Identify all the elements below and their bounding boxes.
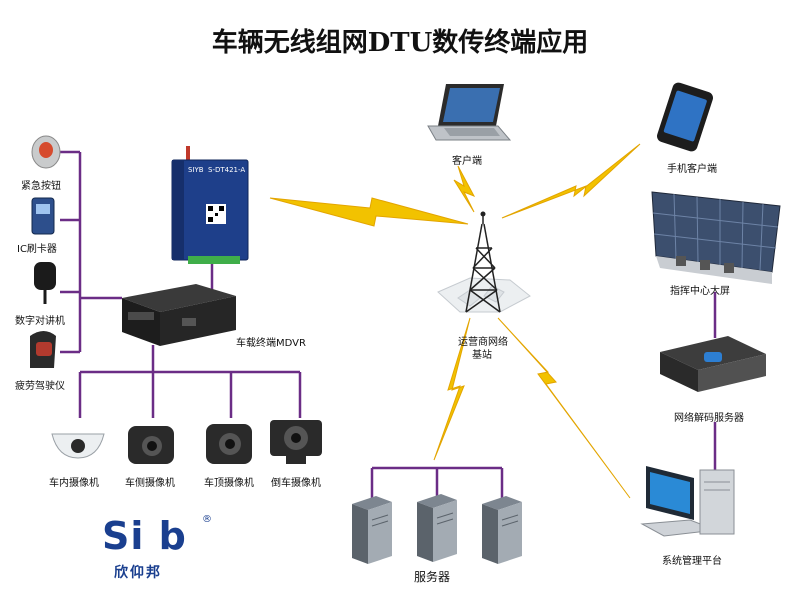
lightning-tower-mgmt (497, 317, 631, 499)
server-rack-icon (352, 494, 522, 564)
phone-icon (657, 82, 713, 152)
label-ic-card-reader: IC刷卡器 (17, 244, 57, 255)
label-camera-rear: 倒车摄像机 (271, 478, 321, 489)
label-camera-top: 车顶摄像机 (204, 478, 254, 489)
label-decode-server: 网络解码服务器 (674, 413, 744, 424)
camera-rear-icon (270, 420, 322, 464)
connection-lines (60, 150, 717, 500)
label-command-screen: 指挥中心大屏 (670, 286, 730, 297)
label-emergency-button: 紧急按钮 (21, 181, 61, 192)
label-digital-intercom: 数字对讲机 (15, 316, 65, 327)
base-station-tower (437, 211, 531, 313)
camera-top-icon (206, 424, 252, 464)
diagram-title: 车辆无线组网DTU数传终端应用 (211, 28, 589, 58)
management-pc-icon (640, 466, 735, 537)
label-base-station-line1: 运营商网络 (458, 337, 508, 348)
label-client: 客户端 (452, 156, 482, 167)
label-mdvr: 车载终端MDVR (236, 338, 306, 349)
label-mobile-client: 手机客户端 (667, 164, 717, 175)
ic-card-reader-icon (31, 197, 55, 235)
laptop-icon (427, 84, 512, 141)
video-wall-icon (651, 191, 781, 284)
wireless-links (269, 143, 641, 499)
label-fatigue-detector: 疲劳驾驶仪 (15, 381, 65, 392)
camera-inside-icon (51, 433, 105, 459)
emergency-button-icon (31, 135, 61, 169)
dtu-device-icon: SIYB S-DT421-A (171, 146, 249, 264)
mdvr-device-icon (122, 284, 236, 346)
logo-chinese-name: 欣仰邦 (114, 565, 162, 581)
dtu-model-text: S-DT421-A (208, 166, 245, 174)
decoder-server-icon (660, 336, 766, 392)
lightning-tower-servers (433, 317, 471, 461)
label-camera-side: 车侧摄像机 (125, 478, 175, 489)
logo-text: Si b (102, 514, 187, 558)
label-base-station-line2: 基站 (472, 350, 492, 361)
label-servers: 服务器 (414, 570, 451, 584)
fatigue-detector-icon (30, 331, 56, 368)
lightning-tower-laptop (453, 165, 476, 213)
label-camera-inside: 车内摄像机 (49, 478, 99, 489)
logo-registered-mark: ® (202, 514, 212, 525)
label-mgmt-platform: 系统管理平台 (662, 556, 722, 567)
lightning-dtu-tower (269, 197, 469, 227)
dtu-brand-mark: SIYB (188, 166, 204, 174)
camera-side-icon (128, 426, 174, 464)
intercom-mic-icon (34, 262, 56, 304)
siyb-logo: Si b 欣仰邦 ® (88, 512, 218, 592)
lightning-tower-phone (501, 143, 641, 219)
